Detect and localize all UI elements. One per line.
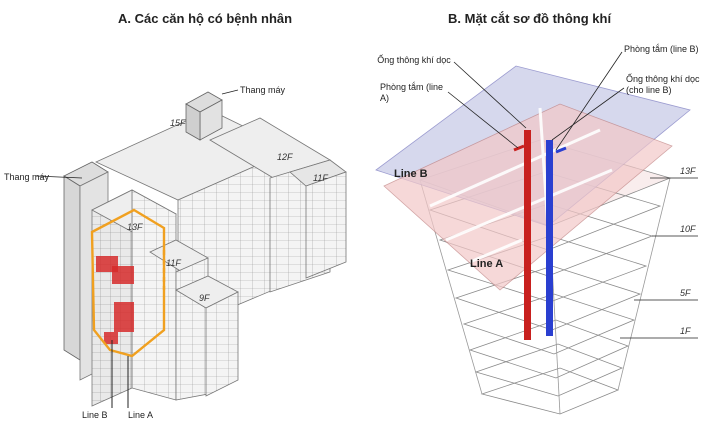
label-elevator-top: Thang máy [240,85,286,95]
label-floor-10f-b: 10F [680,224,696,234]
affected-zone-outline [90,208,166,358]
label-floor-15f: 15F [170,118,186,128]
infected-apartment [112,266,134,284]
label-floor-11f: 11F [166,258,181,268]
vent-duct-line-a [524,130,531,340]
label-floor-5f-b: 5F [680,288,691,298]
panel-a-title: A. Các căn hộ có bệnh nhân [118,11,293,26]
label-floor-12f: 12F [277,152,293,162]
label-bathroom-a: Phòng tắm (line A) [380,82,444,103]
label-line-b-plane: Line B [394,168,428,180]
label-vent-duct-b: Ống thông khí dọc (cho line B) [626,74,700,95]
label-line-b-a: Line B [82,410,108,420]
label-floor-1f-b: 1F [680,326,691,336]
label-line-a-plane: Line A [470,258,504,270]
label-floor-9f: 9F [199,293,210,303]
label-floor-13f-b: 13F [680,166,696,176]
panel-b-title: B. Mặt cắt sơ đồ thông khí [448,11,612,26]
label-line-a-a: Line A [128,410,154,420]
label-floor-13f: 13F [127,222,143,232]
label-vent-duct-a: Ống thông khí dọc [377,55,451,65]
label-bathroom-b: Phòng tắm (line B) [624,44,699,54]
infected-apartment [104,332,118,344]
vent-duct-line-b [546,140,553,336]
label-elevator-left: Thang máy [4,172,50,182]
infected-apartment [114,302,134,332]
label-floor-11f-right: 11F [313,173,328,183]
